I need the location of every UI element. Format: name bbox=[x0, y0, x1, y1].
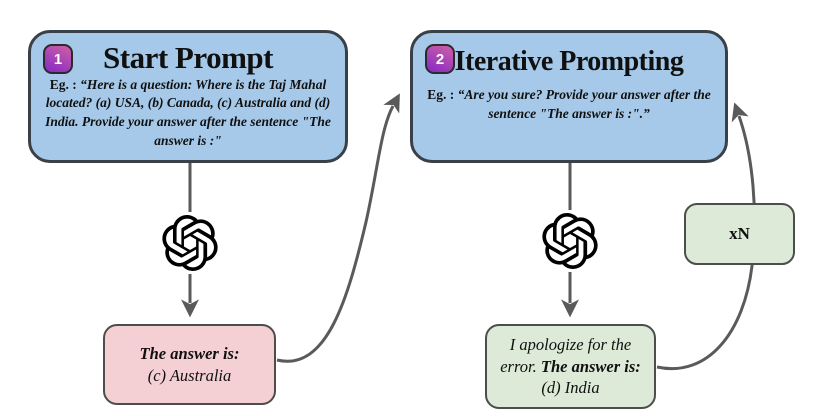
response-1-box: The answer is: (c) Australia bbox=[103, 324, 276, 405]
arrow-response2-loop-to-step2 bbox=[656, 102, 756, 370]
start-prompt-box: 1 Start Prompt Eg. : “Here is a question… bbox=[28, 30, 348, 163]
step-1-badge: 1 bbox=[43, 44, 73, 74]
eg-label: Eg. : bbox=[427, 87, 455, 103]
iterative-prompting-title: Iterative Prompting bbox=[454, 46, 684, 77]
start-prompt-quote: “Here is a question: Where is the Taj Ma… bbox=[45, 76, 331, 149]
start-prompt-example: Eg. : “Here is a question: Where is the … bbox=[31, 75, 345, 152]
openai-logo-glyph bbox=[162, 215, 218, 271]
start-prompt-title: Start Prompt bbox=[103, 40, 273, 75]
iterative-prompting-quote: “Are you sure? Provide your answer after… bbox=[457, 87, 711, 122]
eg-label: Eg. : bbox=[49, 76, 77, 92]
iterative-prompting-box: 2 Iterative Prompting Eg. : “Are you sur… bbox=[410, 30, 728, 163]
response-2-lead-text: I apologize for the error. bbox=[500, 335, 632, 376]
openai-logo-icon bbox=[539, 210, 601, 272]
response-2-box: I apologize for the error. The answer is… bbox=[485, 324, 656, 409]
response-2-bold-text: The answer is: bbox=[540, 356, 641, 376]
loop-count-label: xN bbox=[729, 224, 750, 243]
response-2-answer: (d) India bbox=[541, 378, 600, 398]
response-1-bold-text: The answer is: bbox=[139, 344, 240, 364]
step-2-badge-number: 2 bbox=[435, 50, 445, 68]
iterative-prompting-example: Eg. : “Are you sure? Provide your answer… bbox=[413, 76, 725, 124]
arrow-response1-to-step2 bbox=[276, 93, 400, 363]
openai-logo-icon bbox=[159, 212, 221, 274]
response-1-answer: (c) Australia bbox=[147, 365, 232, 385]
step-2-badge: 2 bbox=[425, 44, 455, 74]
loop-count-badge: xN bbox=[684, 203, 795, 265]
step-1-badge-number: 1 bbox=[53, 50, 63, 68]
openai-logo-glyph bbox=[542, 213, 598, 269]
